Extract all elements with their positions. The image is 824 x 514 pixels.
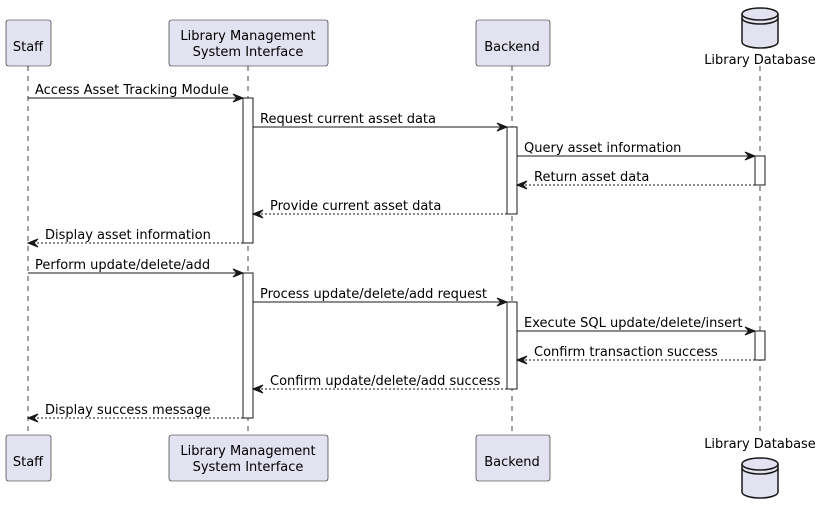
database-rim — [741, 13, 779, 21]
activation-bar-db — [754, 155, 766, 186]
participant-label: System Interface — [193, 45, 304, 60]
message-11: Confirm update/delete/add success — [251, 374, 507, 394]
arrowhead-icon — [496, 297, 509, 307]
participant-db-top: Library Database — [704, 7, 816, 68]
participant-staff-bottom: Staff — [5, 434, 52, 482]
message-label: Execute SQL update/delete/insert — [524, 316, 743, 331]
participant-label: Library Database — [704, 437, 816, 452]
message-5: Provide current asset data — [251, 199, 507, 219]
message-8: Process update/delete/add request — [253, 287, 509, 307]
message-label: Display success message — [45, 403, 210, 418]
participant-label: Backend — [484, 40, 540, 55]
participant-box — [475, 434, 551, 482]
message-label: Query asset information — [524, 141, 681, 156]
arrowhead-icon — [232, 268, 245, 278]
message-1: Access Asset Tracking Module — [28, 83, 245, 103]
participant-db-bottom: Library Database — [704, 437, 816, 499]
activation-bar-lms — [242, 272, 254, 419]
message-3: Query asset information — [517, 141, 757, 161]
participant-box — [168, 19, 329, 67]
message-label: Request current asset data — [260, 112, 436, 127]
arrowhead-icon — [496, 122, 509, 132]
activation-bar-backend — [506, 301, 518, 390]
arrowhead-icon — [515, 180, 528, 190]
database-icon — [741, 7, 779, 49]
participant-backend-top: Backend — [475, 19, 551, 67]
participant-label: System Interface — [193, 460, 304, 475]
participant-label: Library Management — [180, 29, 315, 44]
participant-box — [168, 434, 329, 482]
arrowhead-icon — [26, 238, 39, 248]
arrowhead-icon — [744, 326, 757, 336]
message-2: Request current asset data — [253, 112, 509, 132]
message-label: Provide current asset data — [270, 199, 441, 214]
message-label: Perform update/delete/add — [35, 258, 210, 273]
arrowhead-icon — [744, 151, 757, 161]
participant-backend-bottom: Backend — [475, 434, 551, 482]
database-rim — [741, 17, 779, 25]
message-label: Process update/delete/add request — [260, 287, 487, 302]
activation-bar-lms — [242, 97, 254, 244]
activation-bars — [242, 97, 766, 419]
message-label: Display asset information — [45, 228, 211, 243]
message-10: Confirm transaction success — [515, 345, 755, 365]
message-9: Execute SQL update/delete/insert — [517, 316, 757, 336]
message-label: Access Asset Tracking Module — [35, 83, 229, 98]
arrowhead-icon — [251, 209, 264, 219]
message-6: Display asset information — [26, 228, 243, 248]
message-4: Return asset data — [515, 170, 755, 190]
participant-label: Staff — [13, 40, 44, 55]
activation-bar-db — [754, 330, 766, 361]
participant-label: Backend — [484, 455, 540, 470]
participant-label: Staff — [13, 455, 44, 470]
message-label: Confirm transaction success — [534, 345, 718, 360]
participant-box — [5, 434, 52, 482]
database-icon — [741, 457, 779, 499]
database-rim — [741, 467, 779, 475]
message-label: Return asset data — [534, 170, 649, 185]
participant-label: Library Database — [704, 53, 816, 68]
participant-staff-top: Staff — [5, 19, 52, 67]
database-rim — [741, 463, 779, 471]
participant-box — [5, 19, 52, 67]
participant-label: Library Management — [180, 444, 315, 459]
arrowhead-icon — [515, 355, 528, 365]
participant-box — [475, 19, 551, 67]
activation-bar-backend — [506, 126, 518, 215]
arrowhead-icon — [232, 93, 245, 103]
arrowhead-icon — [26, 413, 39, 423]
arrowhead-icon — [251, 384, 264, 394]
message-12: Display success message — [26, 403, 243, 423]
message-7: Perform update/delete/add — [28, 258, 245, 278]
message-label: Confirm update/delete/add success — [270, 374, 501, 389]
